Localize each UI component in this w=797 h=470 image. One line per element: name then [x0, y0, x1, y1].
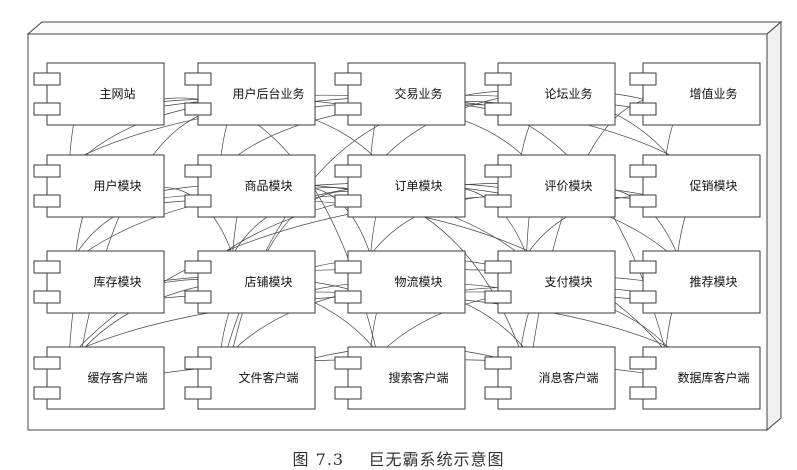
- figure-title: 巨无霸系统示意图: [368, 450, 505, 469]
- component-tab-icon: [184, 194, 212, 208]
- component-tab-icon: [629, 102, 657, 116]
- module-label: 推荐模块: [689, 275, 737, 289]
- module-1-2: 订单模块: [334, 154, 466, 218]
- module-label: 促销模块: [689, 179, 737, 193]
- component-tab-icon: [33, 290, 61, 304]
- component-tab-icon: [184, 260, 212, 274]
- component-tab-icon: [184, 72, 212, 86]
- module-label: 缓存客户端: [87, 370, 147, 385]
- component-tab-icon: [334, 102, 362, 116]
- figure-number: 图 7.3: [292, 450, 345, 469]
- component-tab-icon: [334, 194, 362, 208]
- figure-caption: 图 7.3 巨无霸系统示意图: [0, 446, 797, 470]
- component-tab-icon: [334, 290, 362, 304]
- module-label: 物流模块: [394, 275, 442, 289]
- component-tab-icon: [484, 164, 512, 178]
- component-tab-icon: [184, 356, 212, 370]
- component-tab-icon: [629, 386, 657, 400]
- component-tab-icon: [484, 102, 512, 116]
- module-label: 库存模块: [93, 274, 141, 289]
- module-label: 评价模块: [544, 179, 592, 193]
- component-tab-icon: [629, 194, 657, 208]
- component-tab-icon: [33, 164, 61, 178]
- module-label: 用户模块: [93, 178, 141, 193]
- component-tab-icon: [484, 260, 512, 274]
- module-label: 交易业务: [394, 86, 442, 101]
- component-tab-icon: [33, 194, 61, 208]
- module-2-3: 支付模块: [484, 250, 616, 314]
- module-3-1: 文件客户端: [184, 346, 316, 410]
- component-tab-icon: [33, 260, 61, 274]
- module-2-4: 推荐模块: [629, 250, 761, 314]
- component-tab-icon: [334, 164, 362, 178]
- component-tab-icon: [484, 290, 512, 304]
- component-tab-icon: [484, 386, 512, 400]
- module-label: 文件客户端: [238, 370, 298, 385]
- module-label: 消息客户端: [538, 370, 598, 385]
- component-tab-icon: [33, 102, 61, 116]
- component-tab-icon: [33, 72, 61, 86]
- component-tab-icon: [33, 356, 61, 370]
- module-0-2: 交易业务: [334, 62, 466, 126]
- module-1-1: 商品模块: [184, 154, 316, 218]
- module-3-0: 缓存客户端: [33, 346, 165, 410]
- module-3-3: 消息客户端: [484, 346, 616, 410]
- component-tab-icon: [629, 164, 657, 178]
- module-label: 支付模块: [544, 275, 592, 289]
- component-tab-icon: [629, 290, 657, 304]
- module-label: 用户后台业务: [232, 86, 304, 101]
- component-tab-icon: [184, 386, 212, 400]
- module-0-0: 主网站: [33, 62, 165, 126]
- module-label: 订单模块: [394, 179, 442, 193]
- module-label: 搜索客户端: [388, 370, 448, 385]
- component-tab-icon: [334, 260, 362, 274]
- component-tab-icon: [334, 72, 362, 86]
- component-tab-icon: [629, 260, 657, 274]
- module-2-0: 库存模块: [33, 250, 165, 314]
- component-tab-icon: [484, 72, 512, 86]
- module-2-1: 店铺模块: [184, 250, 316, 314]
- component-tab-icon: [334, 386, 362, 400]
- module-label: 店铺模块: [244, 275, 292, 289]
- module-3-4: 数据库客户端: [629, 346, 761, 410]
- module-0-1: 用户后台业务: [184, 62, 316, 126]
- component-tab-icon: [334, 356, 362, 370]
- component-tab-icon: [484, 356, 512, 370]
- module-3-2: 搜索客户端: [334, 346, 466, 410]
- module-2-2: 物流模块: [334, 250, 466, 314]
- module-0-3: 论坛业务: [484, 62, 616, 126]
- module-0-4: 增值业务: [629, 62, 761, 126]
- component-tab-icon: [33, 386, 61, 400]
- module-label: 增值业务: [689, 86, 737, 101]
- component-tab-icon: [184, 102, 212, 116]
- component-tab-icon: [629, 72, 657, 86]
- module-1-4: 促销模块: [629, 154, 761, 218]
- module-label: 商品模块: [244, 178, 292, 193]
- module-1-3: 评价模块: [484, 154, 616, 218]
- component-tab-icon: [184, 164, 212, 178]
- module-label: 论坛业务: [544, 86, 592, 101]
- component-tab-icon: [629, 356, 657, 370]
- module-label: 数据库客户端: [677, 370, 749, 385]
- module-label: 主网站: [99, 87, 135, 101]
- component-tab-icon: [184, 290, 212, 304]
- module-1-0: 用户模块: [33, 154, 165, 218]
- component-tab-icon: [484, 194, 512, 208]
